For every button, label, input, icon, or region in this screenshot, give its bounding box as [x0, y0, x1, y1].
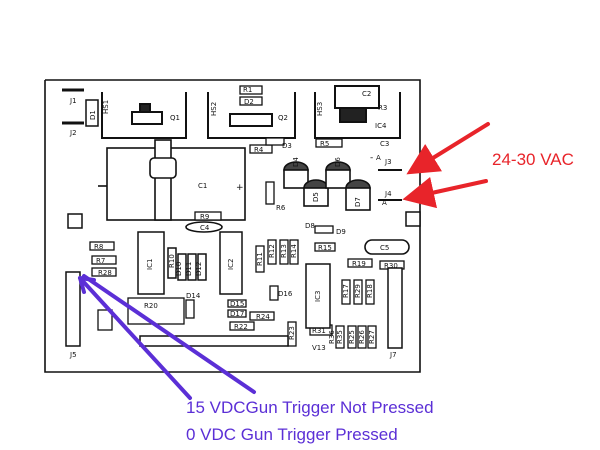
label-c4: C4: [200, 224, 210, 232]
label-r10: R10: [168, 254, 176, 268]
label-j2: J2: [69, 129, 77, 137]
label-c2: C2: [362, 90, 371, 98]
red-arrows: [402, 122, 490, 209]
label-r23: R23: [288, 326, 296, 340]
label-d1: D1: [89, 110, 97, 120]
label-r35: R35: [336, 330, 344, 344]
label-r31: R31: [312, 327, 326, 335]
label-d6: D6: [334, 157, 342, 167]
label-r11: R11: [256, 252, 264, 266]
arrow-to-j3: [406, 122, 490, 175]
label-r25: R25: [348, 330, 356, 344]
label-r27: R27: [368, 330, 376, 344]
label-d5: D5: [312, 192, 320, 202]
heatsink-hs2: [207, 92, 296, 139]
resistor-bodies: [89, 85, 405, 349]
label-r6: R6: [276, 204, 286, 212]
arrow-blue-2: [78, 276, 192, 400]
label-d10: D10: [175, 262, 183, 276]
label-plus: +: [236, 183, 244, 193]
label-r30: R30: [384, 262, 398, 270]
large-caps: [185, 161, 410, 255]
label-r1: R1: [243, 86, 252, 94]
label-r4: R4: [254, 146, 264, 154]
capacitor-c1: [98, 139, 246, 221]
label-d7: D7: [354, 197, 362, 207]
label-r22: R22: [234, 323, 248, 331]
label-q1: Q1: [170, 114, 180, 122]
label-d15: D15: [230, 300, 244, 308]
label-a-j3: A: [376, 154, 381, 162]
label-d14: D14: [186, 292, 201, 300]
label-d9: D9: [336, 228, 346, 236]
ic-packages: [137, 231, 331, 329]
arrow-to-j4: [402, 176, 488, 209]
label-r19: R19: [352, 260, 366, 268]
label-r28: R28: [98, 269, 112, 277]
label-d4: D4: [292, 157, 300, 167]
label-ic2: IC2: [227, 259, 235, 270]
label-d2: D2: [244, 98, 254, 106]
label-r8: R8: [94, 243, 103, 251]
label-d16: D16: [278, 290, 293, 298]
label-d12: D12: [195, 262, 203, 276]
pcb-outline: [44, 79, 421, 373]
label-q2: Q2: [278, 114, 288, 122]
label-r26: R26: [358, 330, 366, 344]
label-ic1: IC1: [146, 259, 154, 270]
label-d17: D17: [230, 310, 244, 318]
blue-arrows: [78, 274, 256, 400]
label-r24: R24: [256, 313, 270, 321]
label-r29: R29: [354, 284, 362, 298]
label-minus: -: [370, 153, 373, 163]
label-j1: J1: [69, 97, 77, 105]
ac-input-note: 24-30 VAC: [492, 150, 574, 169]
arrow-blue-head: [78, 276, 96, 294]
trigger-not-pressed-note: 15 VDCGun Trigger Not Pressed: [186, 398, 434, 417]
label-r5: R5: [320, 140, 329, 148]
label-d11: D11: [185, 262, 193, 276]
label-j7: J7: [389, 351, 397, 359]
label-ic3: IC3: [314, 291, 322, 302]
label-j4: J4: [384, 190, 392, 198]
heatsink-hs1: [101, 92, 187, 139]
label-r9: R9: [200, 213, 209, 221]
label-r36: R36: [328, 330, 336, 344]
connector-j3-j4: [378, 169, 402, 201]
label-c1: C1: [198, 182, 207, 190]
label-hs1: HS1: [102, 100, 110, 114]
label-v13: V13: [312, 344, 326, 352]
label-r20: R20: [144, 302, 158, 310]
label-a-j4: A: [382, 199, 387, 207]
heatsink-hs3: [314, 85, 401, 139]
label-r3: R3: [378, 104, 387, 112]
label-r18: R18: [366, 284, 374, 298]
label-hs2: HS2: [210, 102, 218, 116]
connector-j1-j2-area: [62, 88, 99, 127]
label-r14: R14: [290, 244, 298, 258]
small-diodes: [97, 137, 334, 331]
label-r17: R17: [342, 284, 350, 298]
connector-j5-j7: [65, 211, 421, 349]
label-r12: R12: [268, 244, 276, 258]
component-labels: J1 J2 J3 J4 J5 J7 HS1 HS2 HS3 Q1 Q2 IC1 …: [69, 86, 398, 359]
arrow-blue-1: [82, 274, 256, 394]
label-hs3: HS3: [316, 102, 324, 116]
trigger-pressed-note: 0 VDC Gun Trigger Pressed: [186, 425, 398, 444]
label-r13: R13: [280, 244, 288, 258]
label-r7: R7: [96, 257, 105, 265]
label-ic4: IC4: [375, 122, 387, 130]
label-r15: R15: [318, 244, 332, 252]
label-j5: J5: [69, 351, 77, 359]
label-d8: D8: [305, 222, 315, 230]
label-j3: J3: [384, 158, 392, 166]
label-d3: D3: [282, 142, 292, 150]
label-c3: C3: [380, 140, 389, 148]
label-c5: C5: [380, 244, 389, 252]
